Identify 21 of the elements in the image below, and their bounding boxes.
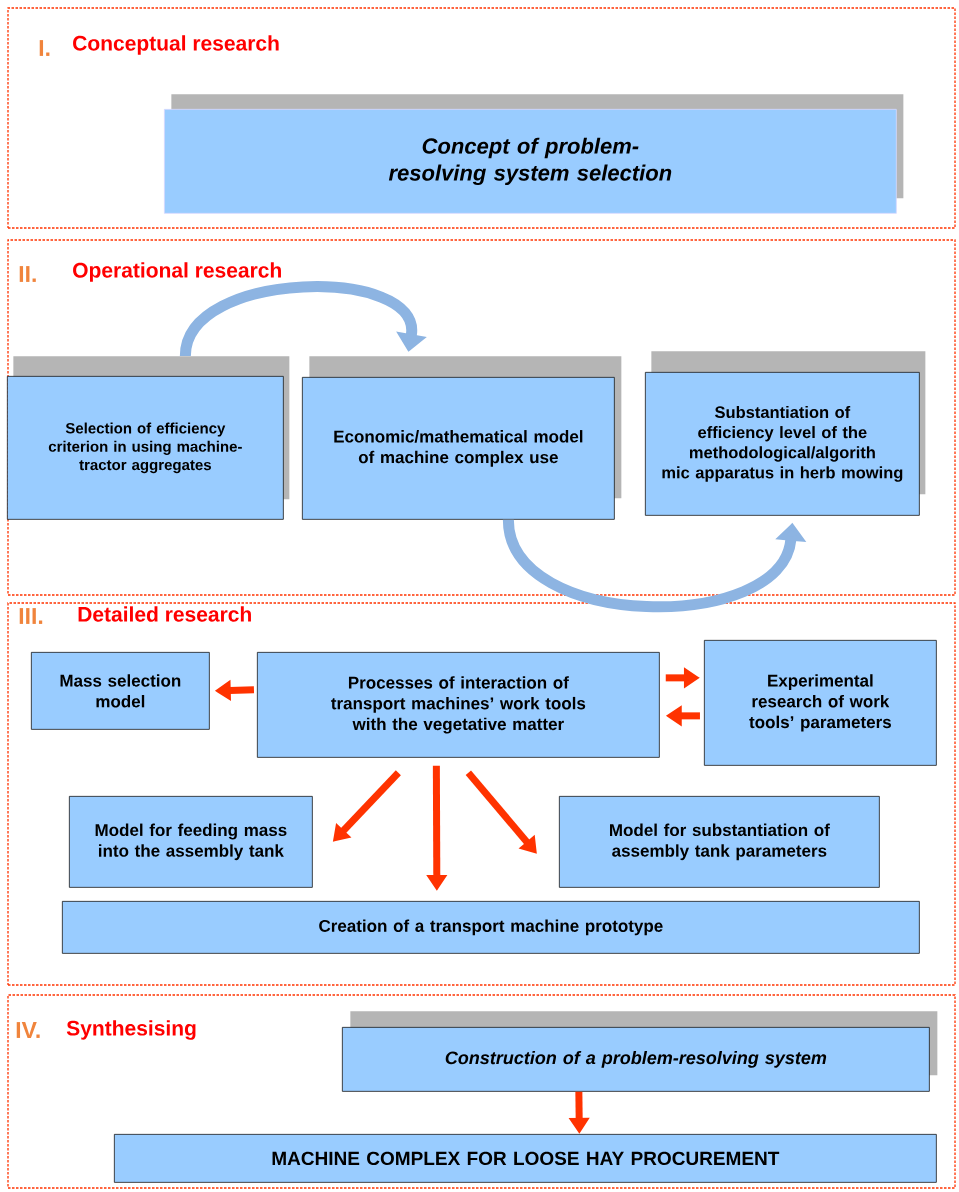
process-box: Selection of efficiency criterion in using machine-tractor aggregates	[6, 356, 290, 520]
section-heading: Conceptual research	[73, 35, 279, 55]
section-heading: Detailed research	[78, 606, 251, 622]
section-heading: Synthesising	[66, 1020, 196, 1040]
process-box: MACHINE COMPLEX FOR LOOSE HAY PROCUREMENT	[113, 1133, 937, 1183]
section-number: III.	[19, 608, 43, 624]
process-box: Creation of a transport machine prototype	[61, 900, 920, 954]
process-box: Concept of problem-resolving system selection	[163, 94, 904, 214]
process-box: Model for substantiation of assembly tank parameters	[558, 795, 880, 888]
section-number: I.	[39, 40, 50, 56]
process-box: Mass selection model	[30, 651, 210, 730]
section-heading: Operational research	[73, 262, 281, 282]
process-box: Processes of interaction of transport machines’ work tools with the vegetative matter	[256, 651, 660, 758]
process-box: Construction of a problem-resolving system	[341, 1011, 938, 1092]
process-box: Model for feeding mass into the assembly tank	[68, 795, 313, 888]
section-number: IV.	[16, 1022, 40, 1038]
process-box: Economic/mathematical model of machine complex use	[301, 356, 622, 520]
process-box: Substantiation of efficiency level of the methodological/algorith mic apparatus in herb mowing	[644, 351, 926, 516]
block-arrow	[180, 281, 427, 358]
process-box: Experimental research of work tools’ parameters	[703, 639, 937, 766]
section-number: II.	[19, 266, 36, 282]
